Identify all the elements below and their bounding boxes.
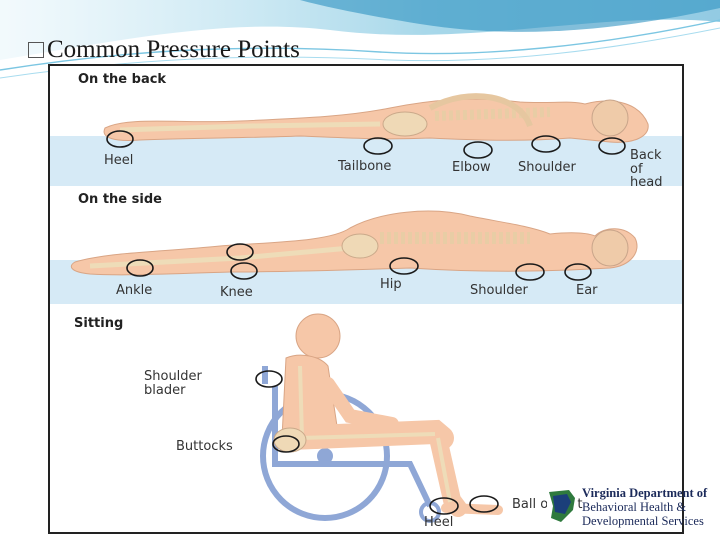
back-heel-circle [106,130,134,148]
label-back-heel: Heel [104,153,134,168]
label-sit-shoulder-blade: Shoulder blader [144,369,202,398]
label-back-elbow: Elbow [452,160,491,175]
label-sit-buttocks: Buttocks [176,439,233,454]
sit-shoulder-circle [255,370,283,388]
agency-logo: Virginia Department of Behavioral Health… [547,486,717,534]
wave-header-decoration [0,0,720,79]
side-hip-circle [389,257,419,275]
label-side-ankle: Ankle [116,283,153,298]
back-tailbone-circle [363,137,393,155]
slide-title: Common Pressure Points [28,36,300,64]
sit-heel-circle [429,497,459,515]
side-knee-circle [230,262,258,280]
title-bullet-icon [28,42,44,58]
side-ankle-circle [126,259,154,277]
sit-ball-circle [469,495,499,513]
pressure-points-illustration [50,93,682,523]
virginia-map-icon [547,488,577,526]
label-side-knee: Knee [220,285,253,300]
pressure-points-figure: On the back On the side Sitting Heel Tai… [48,64,684,534]
figure-sitting [273,313,503,517]
back-pressure-circles [106,130,626,159]
side-shoulder-circle [515,263,545,281]
slide-title-text: Common Pressure Points [47,36,300,63]
side-pressure-circles [126,243,592,281]
section-on-the-side: On the side [78,192,162,207]
label-side-ear: Ear [576,283,598,298]
back-shoulder-circle [531,135,561,153]
logo-line-2: Behavioral Health & [582,500,687,514]
label-side-shoulder: Shoulder [470,283,528,298]
label-side-hip: Hip [380,277,402,292]
side-ear-circle [564,263,592,281]
section-on-the-back: On the back [78,72,167,87]
back-mattress [50,136,682,186]
label-back-tailbone: Tailbone [338,159,392,174]
side-upper-knee-circle [226,243,254,261]
back-head-circle [598,137,626,155]
section-sitting: Sitting [74,316,124,331]
sitting-pressure-circles [255,370,499,515]
sit-buttocks-circle [272,435,300,453]
logo-text: Virginia Department of Behavioral Health… [582,486,707,528]
figure-lying-on-back [103,93,649,143]
label-back-shoulder: Shoulder [518,160,576,175]
logo-line-3: Developmental Services [582,514,704,528]
figure-lying-on-side [70,210,638,276]
logo-line-1: Virginia Department of [582,486,708,500]
back-elbow-circle [463,141,493,159]
label-sit-heel: Heel [424,515,454,530]
label-back-of-head: Back of head [630,148,663,191]
